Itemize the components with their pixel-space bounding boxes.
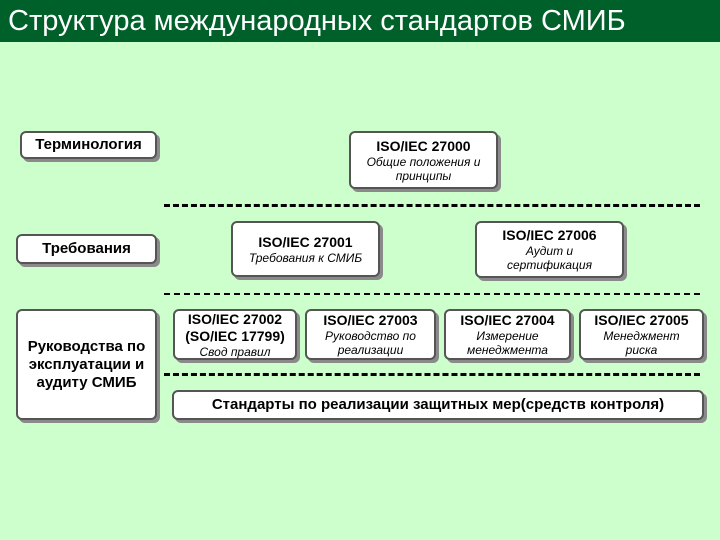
implementation-standards-label: Стандарты по реализации защитных мер(сре… bbox=[211, 396, 665, 413]
category-terminology-label: Терминология bbox=[35, 136, 142, 153]
standard-iso27004-code: ISO/IEC 27004 bbox=[460, 312, 555, 328]
standard-iso27002-desc: Свод правил bbox=[199, 344, 271, 359]
category-requirements-label: Требования bbox=[42, 240, 131, 257]
standard-iso27004: ISO/IEC 27004 Измерение менеджмента bbox=[444, 309, 571, 360]
standard-iso27003: ISO/IEC 27003 Руководство по реализации bbox=[305, 309, 436, 360]
divider-guidelines-implementation bbox=[164, 373, 700, 376]
page-title: Структура международных стандартов СМИБ bbox=[8, 5, 626, 37]
category-requirements: Требования bbox=[16, 234, 157, 264]
standard-iso27006-code: ISO/IEC 27006 bbox=[502, 227, 597, 243]
category-guidelines-label: Руководства по эксплуатации и аудиту СМИ… bbox=[27, 337, 146, 391]
standard-iso27003-code: ISO/IEC 27003 bbox=[323, 312, 418, 328]
divider-terminology-requirements bbox=[164, 204, 700, 207]
standard-iso27002-code-alt: (SO/IEC 17799) bbox=[185, 327, 285, 344]
standard-iso27003-desc: Руководство по реализации bbox=[325, 329, 416, 357]
standard-iso27006: ISO/IEC 27006 Аудит и сертификация bbox=[475, 221, 624, 278]
standard-iso27006-desc: Аудит и сертификация bbox=[506, 244, 592, 272]
standard-iso27005: ISO/IEC 27005 Менеджмент риска bbox=[579, 309, 704, 360]
implementation-standards-box: Стандарты по реализации защитных мер(сре… bbox=[172, 390, 704, 420]
standard-iso27005-code: ISO/IEC 27005 bbox=[594, 312, 689, 328]
category-guidelines: Руководства по эксплуатации и аудиту СМИ… bbox=[16, 309, 157, 420]
standard-iso27002-code: ISO/IEC 27002 bbox=[187, 310, 283, 327]
category-terminology: Терминология bbox=[20, 131, 157, 159]
divider-requirements-guidelines bbox=[164, 293, 700, 295]
standard-iso27001: ISO/IEC 27001 Требования к СМИБ bbox=[231, 221, 380, 277]
standard-iso27004-desc: Измерение менеджмента bbox=[467, 329, 548, 357]
standard-iso27000: ISO/IEC 27000 Общие положения и принципы bbox=[349, 131, 498, 189]
standard-iso27005-desc: Менеджмент риска bbox=[603, 329, 680, 357]
standard-iso27001-desc: Требования к СМИБ bbox=[248, 250, 363, 265]
standard-iso27000-code: ISO/IEC 27000 bbox=[376, 137, 471, 154]
title-bar: Структура международных стандартов СМИБ bbox=[0, 0, 720, 42]
standard-iso27001-code: ISO/IEC 27001 bbox=[258, 233, 353, 250]
standard-iso27002: ISO/IEC 27002 (SO/IEC 17799) Свод правил bbox=[173, 309, 297, 360]
standard-iso27000-desc: Общие положения и принципы bbox=[366, 154, 481, 183]
